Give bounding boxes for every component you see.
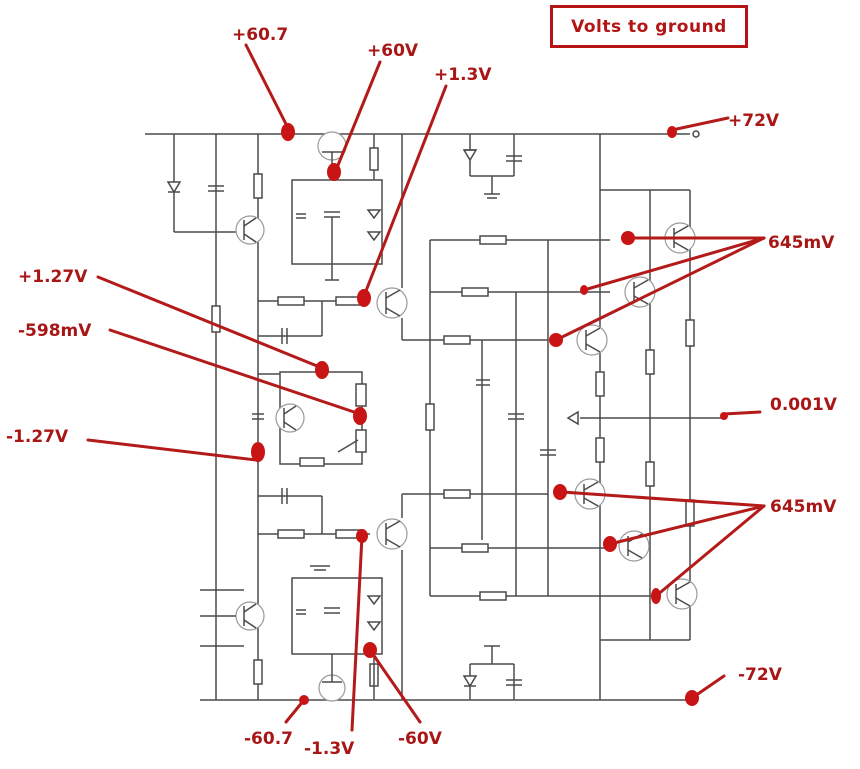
probe-dot [315, 361, 329, 379]
label-645mv-top: 645mV [768, 233, 835, 253]
annotation-leaders [86, 43, 766, 732]
label-0-001v: 0.001V [770, 395, 838, 415]
probe-dot [603, 536, 617, 552]
probe-dot [580, 285, 588, 295]
label-minus-60-7: -60.7 [244, 729, 293, 749]
label-minus-598mv: -598mV [18, 321, 92, 341]
probe-dot [281, 123, 295, 141]
probe-dot [651, 588, 661, 604]
probe-dot [357, 289, 371, 307]
label-plus-72v: +72V [728, 111, 780, 131]
probe-dot [356, 529, 368, 543]
probe-dot [353, 407, 367, 425]
label-minus-72v: -72V [738, 665, 783, 685]
probe-dot [251, 442, 265, 462]
probe-dot [621, 231, 635, 245]
circuit-wiring [145, 130, 722, 702]
probe-dot [667, 126, 677, 138]
label-plus-60-7: +60.7 [232, 25, 288, 45]
title-box: Volts to ground [550, 5, 748, 48]
probe-dot [720, 412, 728, 420]
probe-dot [549, 333, 563, 347]
label-645mv-bottom: 645mV [770, 497, 837, 517]
label-minus-1-27v: -1.27V [6, 427, 69, 447]
title-text: Volts to ground [571, 16, 727, 37]
annotation-dots [251, 123, 728, 706]
probe-dot [299, 695, 309, 705]
label-minus-1-3v: -1.3V [304, 739, 355, 759]
probe-dot [327, 163, 341, 181]
probe-dot [685, 690, 699, 706]
probe-dot [363, 642, 377, 658]
voltage-labels: +60.7 +60V +1.3V +72V +1.27V -598mV -1.2… [6, 25, 838, 759]
label-plus-60v: +60V [367, 41, 419, 61]
label-minus-60v: -60V [398, 729, 443, 749]
probe-dot [553, 484, 567, 500]
label-plus-1-27v: +1.27V [18, 267, 88, 287]
label-plus-1-3v: +1.3V [434, 65, 492, 85]
